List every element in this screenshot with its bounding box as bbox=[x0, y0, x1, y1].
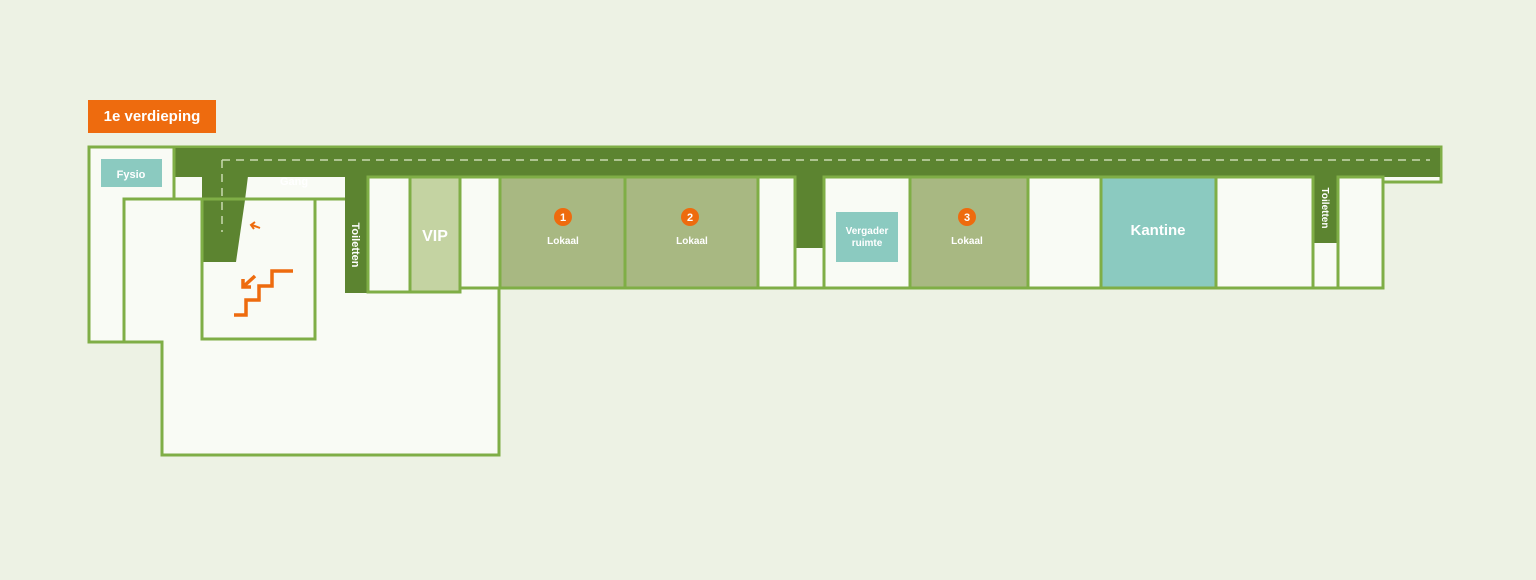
room-kantine[interactable] bbox=[1099, 175, 1218, 290]
lokaal-1-badge bbox=[554, 208, 572, 226]
room-white bbox=[366, 175, 412, 294]
lokaal-3-number: 3 bbox=[964, 212, 970, 224]
room-white bbox=[1026, 175, 1103, 290]
toiletten-left-label: Toiletten bbox=[349, 222, 361, 267]
lokaal-2-number: 2 bbox=[687, 212, 693, 224]
lokaal-2-badge bbox=[681, 208, 699, 226]
lokaal-1-number: 1 bbox=[560, 212, 566, 224]
room-white bbox=[1336, 175, 1385, 290]
room-white bbox=[1214, 175, 1315, 290]
vip-label: VIP bbox=[422, 228, 448, 245]
stairs-icon bbox=[234, 269, 293, 317]
fysio-label: Fysio bbox=[117, 169, 146, 181]
floor-label: 1e verdieping bbox=[88, 100, 216, 133]
arrow-icon bbox=[249, 221, 261, 230]
toiletten-right-label: Toiletten bbox=[1319, 188, 1330, 229]
vergader-label-line1: Vergader bbox=[846, 226, 889, 237]
room-lokaal-2[interactable] bbox=[623, 175, 760, 290]
lokaal-3-label: Lokaal bbox=[951, 236, 983, 247]
room-fysio[interactable] bbox=[101, 159, 162, 187]
room-white bbox=[458, 175, 502, 290]
gang-label: Gang bbox=[280, 176, 308, 188]
lokaal-3-badge bbox=[958, 208, 976, 226]
room-lokaal-1[interactable] bbox=[498, 175, 627, 290]
room-vip[interactable] bbox=[408, 175, 462, 294]
kantine-label: Kantine bbox=[1130, 222, 1185, 239]
lokaal-2-label: Lokaal bbox=[676, 236, 708, 247]
room-white bbox=[756, 175, 797, 290]
room-lokaal-3[interactable] bbox=[908, 175, 1030, 290]
lokaal-1-label: Lokaal bbox=[547, 236, 579, 247]
vergader-label-line2: ruimte bbox=[852, 238, 883, 249]
vergader-label-box bbox=[836, 212, 898, 262]
walls bbox=[122, 147, 345, 342]
